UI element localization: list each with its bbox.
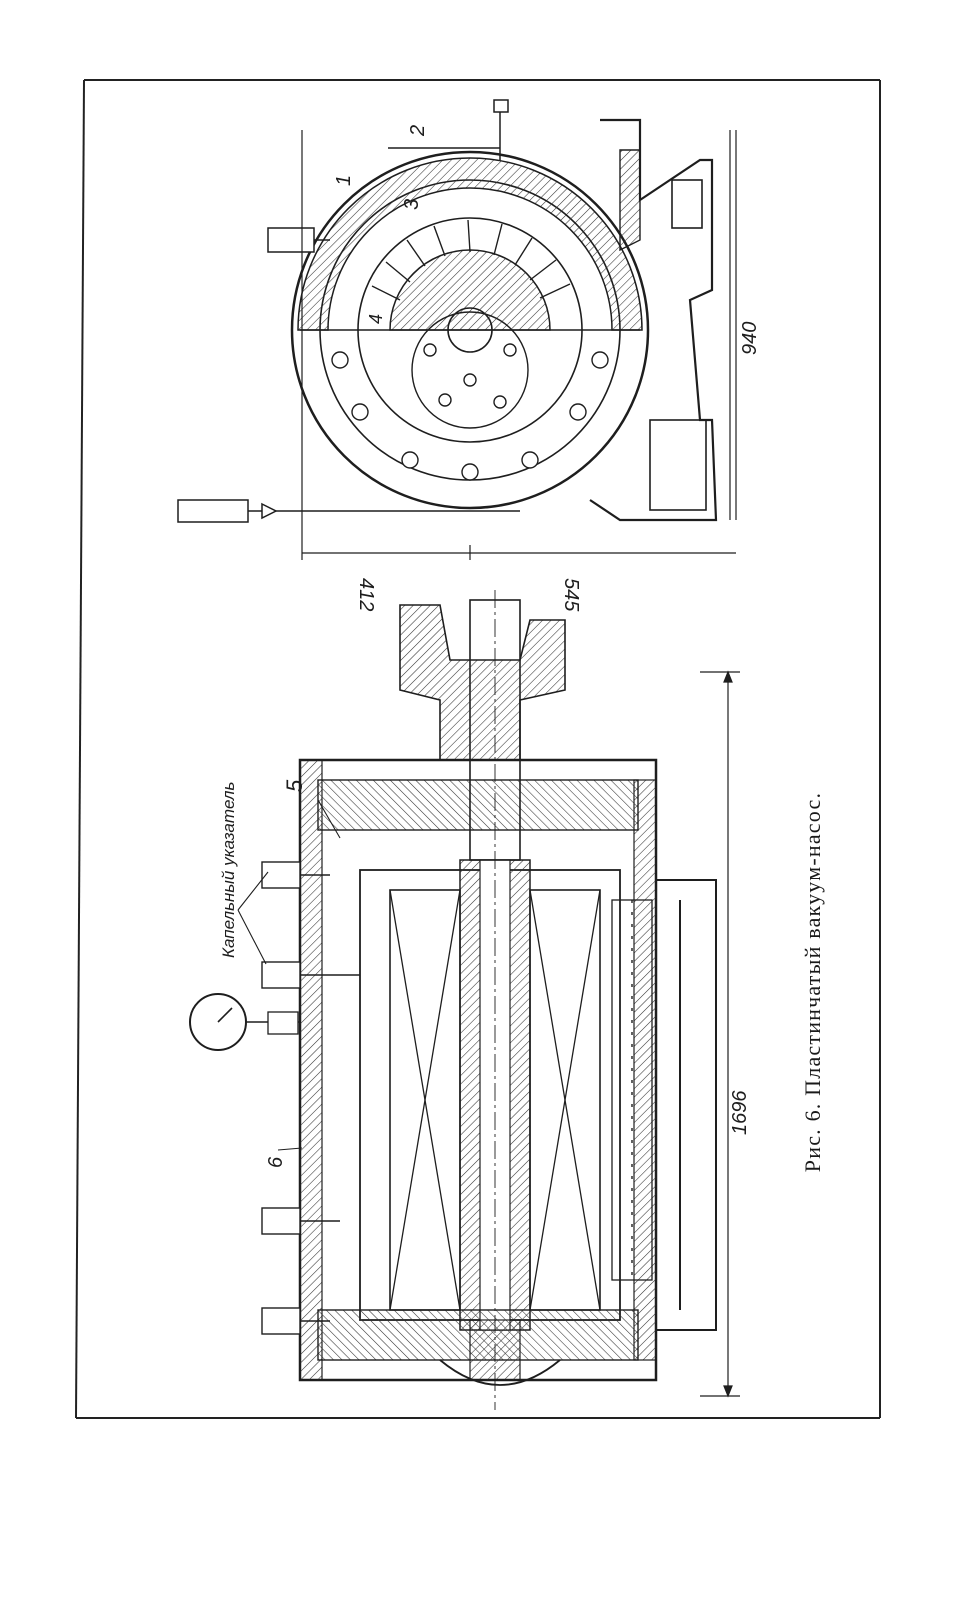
rotor-section: [389, 249, 551, 331]
label-5: 5: [282, 779, 307, 792]
foot-pad-top: [671, 179, 703, 229]
dim-412: 412: [355, 578, 377, 611]
dim-940: 940: [739, 322, 761, 355]
hub: [411, 311, 529, 429]
vacuum-gauge: [189, 993, 300, 1051]
top-lever: [388, 99, 509, 160]
dimension-lines: [301, 130, 737, 560]
foot-pad: [649, 419, 707, 511]
figure-caption: Рис. 6. Пластинчатый вакуум-насос.: [800, 792, 825, 1172]
dim-1696: 1696: [729, 1090, 751, 1135]
housing-wall-right: [633, 779, 657, 1361]
label-6: 6: [265, 1156, 287, 1168]
figure-frame: [75, 79, 881, 1419]
longitudinal-section: [189, 590, 740, 1410]
length-dimension: [700, 670, 740, 1398]
leader-lines: [237, 799, 341, 1151]
oil-fitting: [267, 227, 330, 253]
housing-wall-left: [299, 759, 323, 1381]
base-frame: [656, 879, 717, 1331]
drip-indicator-label: Капельный указатель: [219, 782, 238, 958]
dim-545: 545: [560, 578, 582, 612]
label-1: 1: [333, 175, 355, 186]
outer-casing: [290, 150, 650, 510]
adjusting-rod: [177, 499, 520, 523]
casing-section: [297, 157, 643, 331]
drip-indicator-fittings: [261, 861, 360, 1335]
end-cover-top: [317, 779, 639, 831]
coupling: [399, 604, 566, 761]
label-3: 3: [401, 199, 423, 210]
pedestal-section: [619, 149, 641, 252]
rotor-vanes: [371, 219, 571, 301]
label-4: 4: [366, 314, 386, 324]
label-2: 2: [407, 125, 429, 137]
flange-bolts: [331, 343, 609, 481]
bearing-cap: [439, 1359, 561, 1386]
end-view-drawing: [177, 99, 737, 560]
